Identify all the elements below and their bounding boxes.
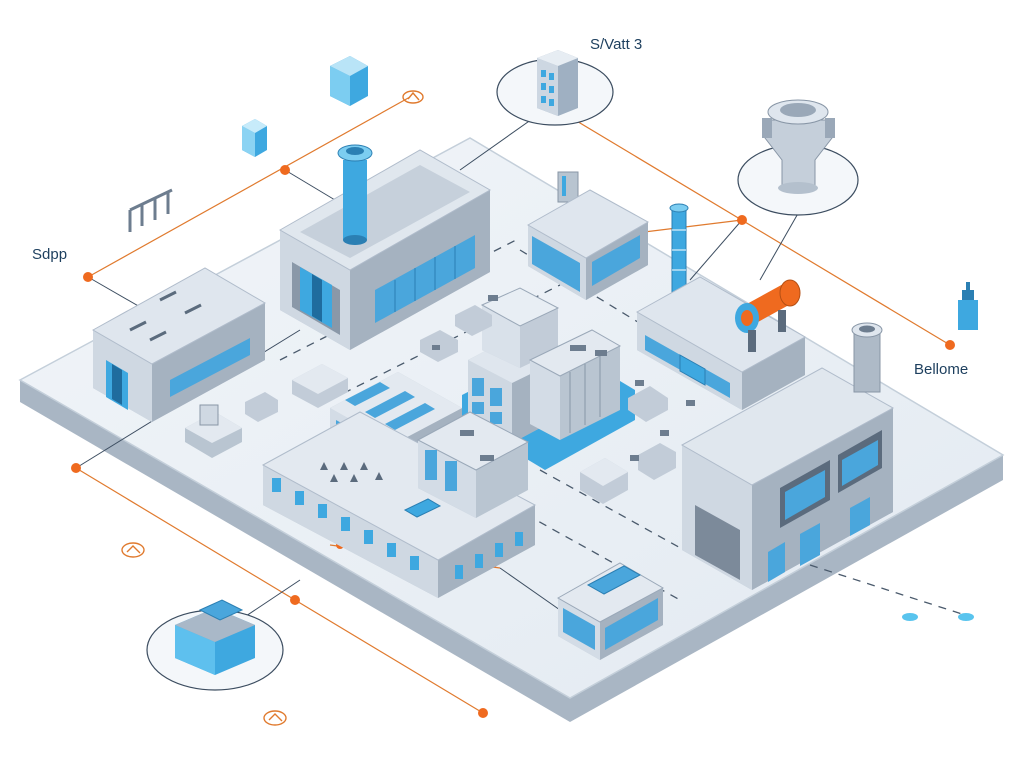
label-top-center: S/Vatt 3 <box>590 36 643 53</box>
small-machinery <box>432 295 695 461</box>
valve-icon <box>958 282 978 330</box>
building-right-mid <box>635 276 807 410</box>
storage-unit-icon <box>146 599 284 691</box>
gas-cylinder-icon <box>735 279 801 352</box>
chimney-grey <box>851 322 883 393</box>
building-back-right <box>526 189 650 300</box>
cube-icon <box>330 56 368 106</box>
building-front-mid <box>416 411 530 518</box>
building-front-long <box>261 411 537 598</box>
chimney-blue <box>337 144 373 245</box>
badge-tower-building <box>496 50 614 126</box>
building-front-small <box>556 562 665 660</box>
small-units <box>185 305 676 504</box>
label-left: Sdpp <box>32 246 68 263</box>
building-left <box>91 267 267 422</box>
label-right: Bellome <box>914 361 969 378</box>
building-main-back <box>278 149 492 350</box>
small-building-icon <box>242 119 267 157</box>
building-factory-right <box>680 367 895 590</box>
terminal-dots <box>902 613 974 621</box>
back-tower <box>557 171 579 203</box>
connector-dots <box>71 165 955 718</box>
pipe-rack-icon <box>128 188 173 232</box>
funnel-hopper-icon <box>737 99 859 216</box>
